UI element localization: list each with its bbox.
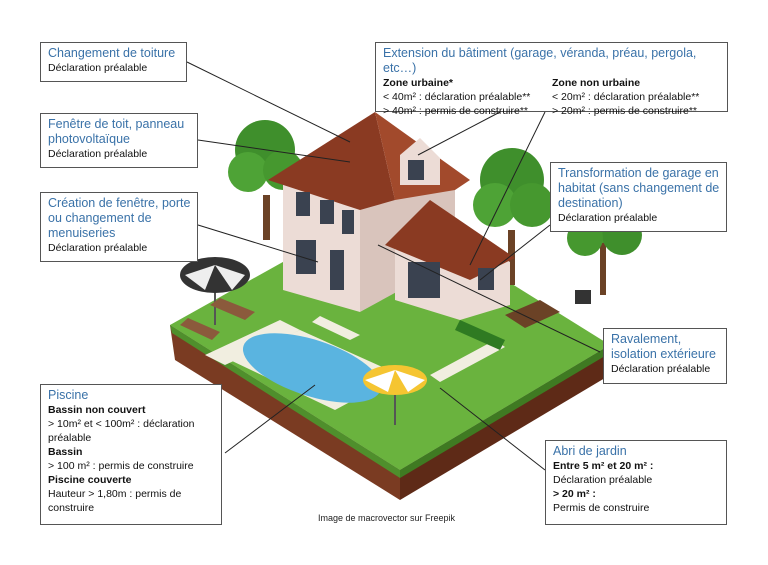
front-door	[330, 250, 344, 290]
label-fenetre-toit: Fenêtre de toit, panneau photovoltaïque …	[40, 113, 198, 168]
abri-heading: Entre 5 m² et 20 m² :	[553, 460, 654, 472]
garage-roof	[385, 200, 515, 280]
piscine-rule: > 10m² et < 100m² : déclaration préalabl…	[48, 418, 195, 444]
window-2	[320, 200, 334, 224]
piscine-rule: > 100 m² : permis de construire	[48, 460, 194, 472]
label-transformation-garage: Transformation de garage en habitat (san…	[550, 162, 727, 232]
label-ravalement: Ravalement, isolation extérieure Déclara…	[603, 328, 727, 384]
umbrella-left	[180, 257, 250, 325]
soil-base-left	[170, 325, 400, 500]
label-title: Transformation de garage en habitat (san…	[558, 166, 720, 210]
label-piscine: Piscine Bassin non couvert > 10m² et < 1…	[40, 384, 222, 525]
abri-rule: Déclaration préalable	[553, 474, 653, 486]
label-rule: Déclaration préalable	[48, 148, 148, 160]
label-title: Création de fenêtre, porte ou changement…	[48, 196, 191, 240]
abri-heading: > 20 m² :	[553, 488, 596, 500]
piscine-heading: Bassin non couvert	[48, 404, 146, 416]
abri-rule: Permis de construire	[553, 502, 650, 514]
piscine-heading: Bassin	[48, 446, 83, 458]
label-creation-fenetre: Création de fenêtre, porte ou changement…	[40, 192, 198, 262]
label-title: Ravalement, isolation extérieure	[611, 332, 716, 361]
dormer-window	[408, 160, 424, 180]
label-rule: Déclaration préalable	[48, 62, 148, 74]
path-3	[430, 340, 505, 382]
zone-urbaine-heading: Zone urbaine*	[383, 77, 454, 89]
zone-non-urbaine-heading: Zone non urbaine	[552, 77, 641, 89]
label-rule: Déclaration préalable	[48, 242, 148, 254]
path-2	[312, 316, 360, 340]
zone-urbaine-rule: > 40m² : permis de construire**	[383, 105, 529, 117]
label-title: Extension du bâtiment (garage, véranda, …	[383, 46, 697, 75]
zone-non-urbaine-rule: > 20m² : permis de construire**	[552, 105, 698, 117]
label-abri-jardin: Abri de jardin Entre 5 m² et 20 m² : Déc…	[545, 440, 727, 525]
label-rule: Déclaration préalable	[611, 363, 711, 375]
main-roof-left	[268, 112, 395, 210]
piscine-rule: Hauteur > 1,80m : permis de construire	[48, 488, 182, 514]
hedge	[455, 320, 505, 350]
garage-window	[478, 268, 494, 290]
lawn-edge-right	[400, 345, 610, 478]
umbrella-right	[363, 365, 427, 425]
bbq	[575, 290, 591, 304]
label-extension-batiment: Extension du bâtiment (garage, véranda, …	[375, 42, 728, 117]
lounge-chair-2	[180, 318, 220, 340]
window-1	[296, 192, 310, 216]
label-title: Fenêtre de toit, panneau photovoltaïque	[48, 117, 185, 146]
tree-right-1	[473, 148, 554, 285]
window-4	[296, 240, 316, 274]
label-title: Piscine	[48, 388, 89, 402]
zone-urbaine-rule: < 40m² : déclaration préalable**	[383, 91, 531, 103]
image-credit: Image de macrovector sur Freepik	[318, 513, 456, 523]
pool-water	[242, 333, 382, 403]
garden-table	[505, 300, 560, 328]
leader-lines	[186, 61, 601, 471]
piscine-heading: Piscine couverte	[48, 474, 132, 486]
label-rule: Déclaration préalable	[558, 212, 658, 224]
label-changement-toiture: Changement de toiture Déclaration préala…	[40, 42, 187, 82]
label-title: Abri de jardin	[553, 444, 627, 458]
zone-non-urbaine-rule: < 20m² : déclaration préalable**	[552, 91, 700, 103]
lounge-chair-1	[210, 298, 255, 320]
garage-door	[408, 262, 440, 298]
label-title: Changement de toiture	[48, 46, 176, 60]
window-3	[342, 210, 354, 234]
lawn	[170, 205, 610, 470]
